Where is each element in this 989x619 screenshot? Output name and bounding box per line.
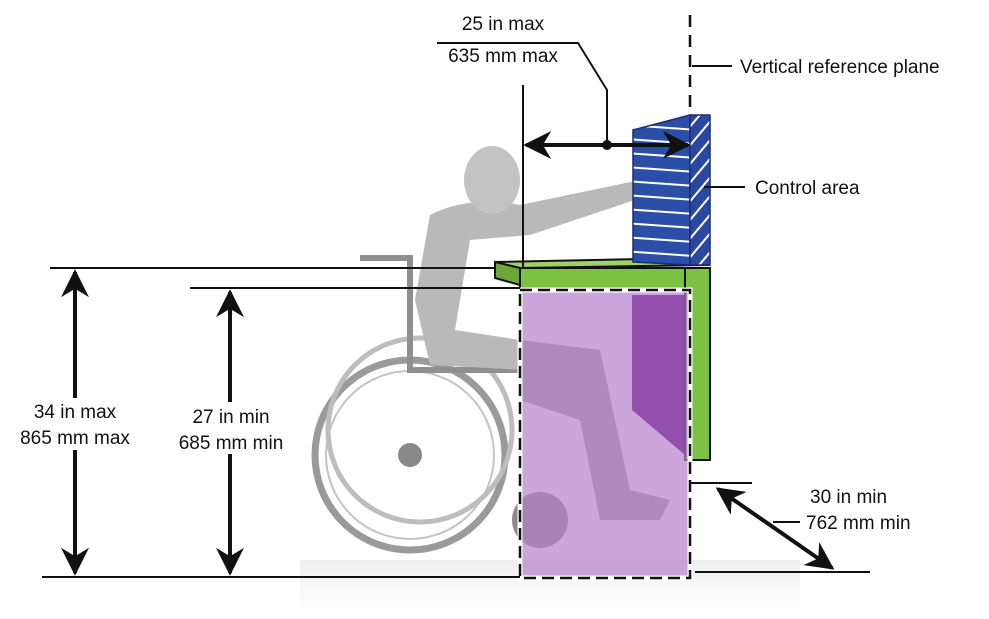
reach-mm-label: 635 mm max xyxy=(448,46,558,67)
knee-clearance-zone xyxy=(517,287,693,581)
reach-dot xyxy=(602,140,612,150)
depth-arrow xyxy=(715,487,835,570)
counter-height-mm-label: 865 mm max xyxy=(20,428,130,449)
depth-in-label: 30 in min xyxy=(810,487,887,508)
knee-height-in-label: 27 in min xyxy=(192,407,269,428)
control-area-label: Control area xyxy=(755,178,860,199)
reach-leader xyxy=(437,42,608,145)
knee-height-mm-label: 685 mm min xyxy=(179,433,284,454)
vertical-plane-label: Vertical reference plane xyxy=(740,57,940,78)
depth-mm-label: 762 mm min xyxy=(806,513,911,534)
reach-in-label: 25 in max xyxy=(462,14,545,35)
counter-height-in-label: 34 in max xyxy=(34,402,117,423)
control-area-panel xyxy=(632,114,711,266)
